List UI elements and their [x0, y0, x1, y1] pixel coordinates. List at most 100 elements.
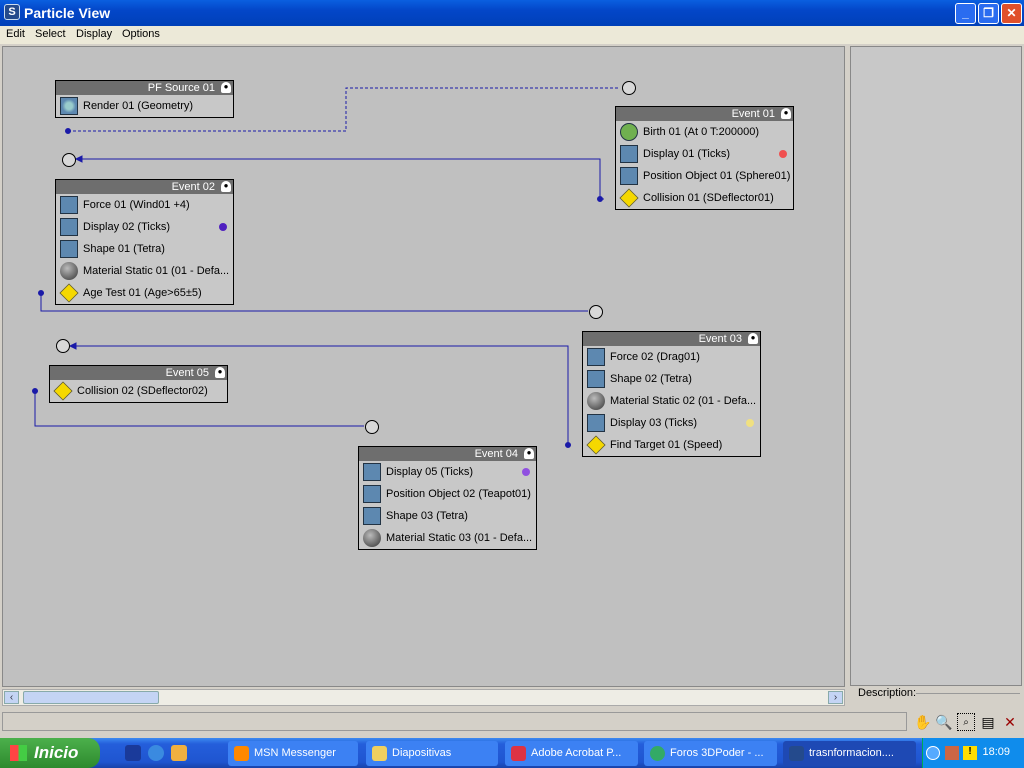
input-socket[interactable] — [62, 153, 76, 167]
description-label: Description: — [858, 687, 917, 699]
horizontal-scrollbar[interactable]: ‹ › — [2, 689, 845, 706]
operator-label: Material Static 01 (01 - Defa... — [83, 265, 230, 277]
menu-bar: Edit Select Display Options — [0, 26, 1024, 44]
start-button[interactable]: Inicio — [0, 738, 100, 768]
node-header[interactable]: Event 01● — [616, 107, 793, 121]
scroll-thumb[interactable] — [23, 691, 159, 704]
node-event05[interactable]: Event 05 ● Collision 02 (SDeflector02) — [49, 365, 228, 403]
node-title: Event 05 — [165, 367, 209, 379]
operator-item[interactable]: Material Static 03 (01 - Defa... — [359, 527, 536, 549]
lightbulb-icon[interactable]: ● — [781, 108, 791, 119]
sphere-icon — [60, 262, 78, 280]
description-panel: Description: — [850, 686, 1022, 708]
operator-item[interactable]: Force 01 (Wind01 +4) — [56, 194, 233, 216]
lightbulb-icon[interactable]: ● — [524, 448, 534, 459]
task-3dsmax[interactable]: trasnformacion.... — [783, 741, 916, 766]
operator-item[interactable]: Display 01 (Ticks) — [616, 143, 793, 165]
operator-label: Display 05 (Ticks) — [386, 466, 473, 478]
scroll-left-button[interactable]: ‹ — [4, 691, 19, 704]
node-header[interactable]: Event 05 ● — [50, 366, 227, 380]
task-acrobat[interactable]: Adobe Acrobat P... — [505, 741, 638, 766]
operator-item[interactable]: Age Test 01 (Age>65±5) — [56, 282, 233, 304]
lightbulb-icon[interactable]: ● — [748, 333, 758, 344]
node-header[interactable]: PF Source 01● — [56, 81, 233, 95]
windows-logo-icon — [10, 745, 27, 761]
input-socket[interactable] — [589, 305, 603, 319]
menu-edit[interactable]: Edit — [6, 28, 25, 40]
quicklaunch-icon[interactable] — [125, 745, 141, 761]
display-color-dot — [779, 150, 787, 158]
particle-graph-canvas[interactable]: PF Source 01●Render 01 (Geometry) Event 0… — [2, 46, 845, 687]
operator-item[interactable]: Display 02 (Ticks) — [56, 216, 233, 238]
operator-label: Collision 02 (SDeflector02) — [77, 385, 208, 397]
node-event04[interactable]: Event 04● Display 05 (Ticks) Position Obje… — [358, 446, 537, 550]
wire-source-to-event01 — [68, 87, 620, 132]
operator-item[interactable]: Shape 01 (Tetra) — [56, 238, 233, 260]
position-icon — [620, 167, 638, 185]
operator-item[interactable]: Position Object 01 (Sphere01) — [616, 165, 793, 187]
node-event03[interactable]: Event 03● Force 02 (Drag01) Shape 02 (Tetr… — [582, 331, 761, 457]
clock: 18:09 — [982, 746, 1010, 758]
ie-icon[interactable] — [148, 745, 164, 761]
task-foros[interactable]: Foros 3DPoder - ... — [644, 741, 777, 766]
operator-label: Display 01 (Ticks) — [643, 148, 730, 160]
lightbulb-icon[interactable]: ● — [221, 82, 231, 93]
network-icon[interactable] — [945, 746, 959, 760]
display-color-dot — [746, 419, 754, 427]
app-icon: S — [4, 4, 20, 20]
operator-item[interactable]: Display 03 (Ticks) — [583, 412, 760, 434]
node-pfsource[interactable]: PF Source 01●Render 01 (Geometry) — [55, 80, 234, 118]
input-socket[interactable] — [365, 420, 379, 434]
operator-item[interactable]: Force 02 (Drag01) — [583, 346, 760, 368]
node-header[interactable]: Event 02● — [56, 180, 233, 194]
operator-item[interactable]: Collision 02 (SDeflector02) — [50, 380, 227, 402]
operator-item[interactable]: Display 05 (Ticks) — [359, 461, 536, 483]
shape-icon — [60, 240, 78, 258]
operator-label: Material Static 03 (01 - Defa... — [386, 532, 533, 544]
lightbulb-icon[interactable]: ● — [221, 181, 231, 192]
zoom-icon[interactable]: 🔍 — [935, 714, 953, 730]
minimize-button[interactable]: _ — [955, 3, 976, 24]
lightbulb-icon[interactable]: ● — [215, 367, 225, 378]
task-diapositivas[interactable]: Diapositivas — [366, 741, 498, 766]
scroll-right-button[interactable]: › — [828, 691, 843, 704]
operator-label: Material Static 02 (01 - Defa... — [610, 395, 757, 407]
position-icon — [363, 485, 381, 503]
clock-app-icon[interactable] — [171, 745, 187, 761]
test-icon — [619, 188, 639, 208]
operator-item[interactable]: Material Static 02 (01 - Defa... — [583, 390, 760, 412]
tray-expand-icon[interactable] — [926, 746, 940, 760]
operator-item[interactable]: Render 01 (Geometry) — [56, 95, 233, 117]
zoom-region-icon[interactable]: ⌕ — [957, 713, 975, 731]
menu-options[interactable]: Options — [122, 28, 160, 40]
operator-item[interactable]: Shape 02 (Tetra) — [583, 368, 760, 390]
task-msn[interactable]: MSN Messenger — [228, 741, 358, 766]
operator-item[interactable]: Collision 01 (SDeflector01) — [616, 187, 793, 209]
birth-icon — [620, 123, 638, 141]
force-icon — [587, 348, 605, 366]
input-socket[interactable] — [56, 339, 70, 353]
operator-item[interactable]: Material Static 01 (01 - Defa... — [56, 260, 233, 282]
operator-item[interactable]: Position Object 02 (Teapot01) — [359, 483, 536, 505]
zoom-extents-icon[interactable]: ▤ — [981, 714, 995, 730]
operator-item[interactable]: Shape 03 (Tetra) — [359, 505, 536, 527]
operator-item[interactable]: Find Target 01 (Speed) — [583, 434, 760, 456]
menu-display[interactable]: Display — [76, 28, 113, 40]
menu-select[interactable]: Select — [35, 28, 66, 40]
pan-icon[interactable]: ✋ — [914, 714, 932, 730]
no-zoom-icon[interactable]: ✕ — [1004, 714, 1016, 730]
maximize-button[interactable]: ❐ — [978, 3, 999, 24]
close-button[interactable]: ✕ — [1001, 3, 1022, 24]
operator-label: Force 02 (Drag01) — [610, 351, 700, 363]
node-header[interactable]: Event 03● — [583, 332, 760, 346]
operator-item[interactable]: Birth 01 (At 0 T:200000) — [616, 121, 793, 143]
wires — [32, 87, 620, 448]
warning-icon[interactable]: ! — [963, 746, 977, 760]
taskbar: Inicio MSN Messenger Diapositivas Adobe … — [0, 738, 1024, 768]
3dsmax-icon — [789, 746, 804, 761]
input-socket[interactable] — [622, 81, 636, 95]
node-header[interactable]: Event 04● — [359, 447, 536, 461]
node-event02[interactable]: Event 02●Force 01 (Wind01 +4)Display 02 … — [55, 179, 234, 305]
node-event01[interactable]: Event 01●Birth 01 (At 0 T:200000) Display… — [615, 106, 794, 210]
operator-label: Shape 01 (Tetra) — [83, 243, 165, 255]
